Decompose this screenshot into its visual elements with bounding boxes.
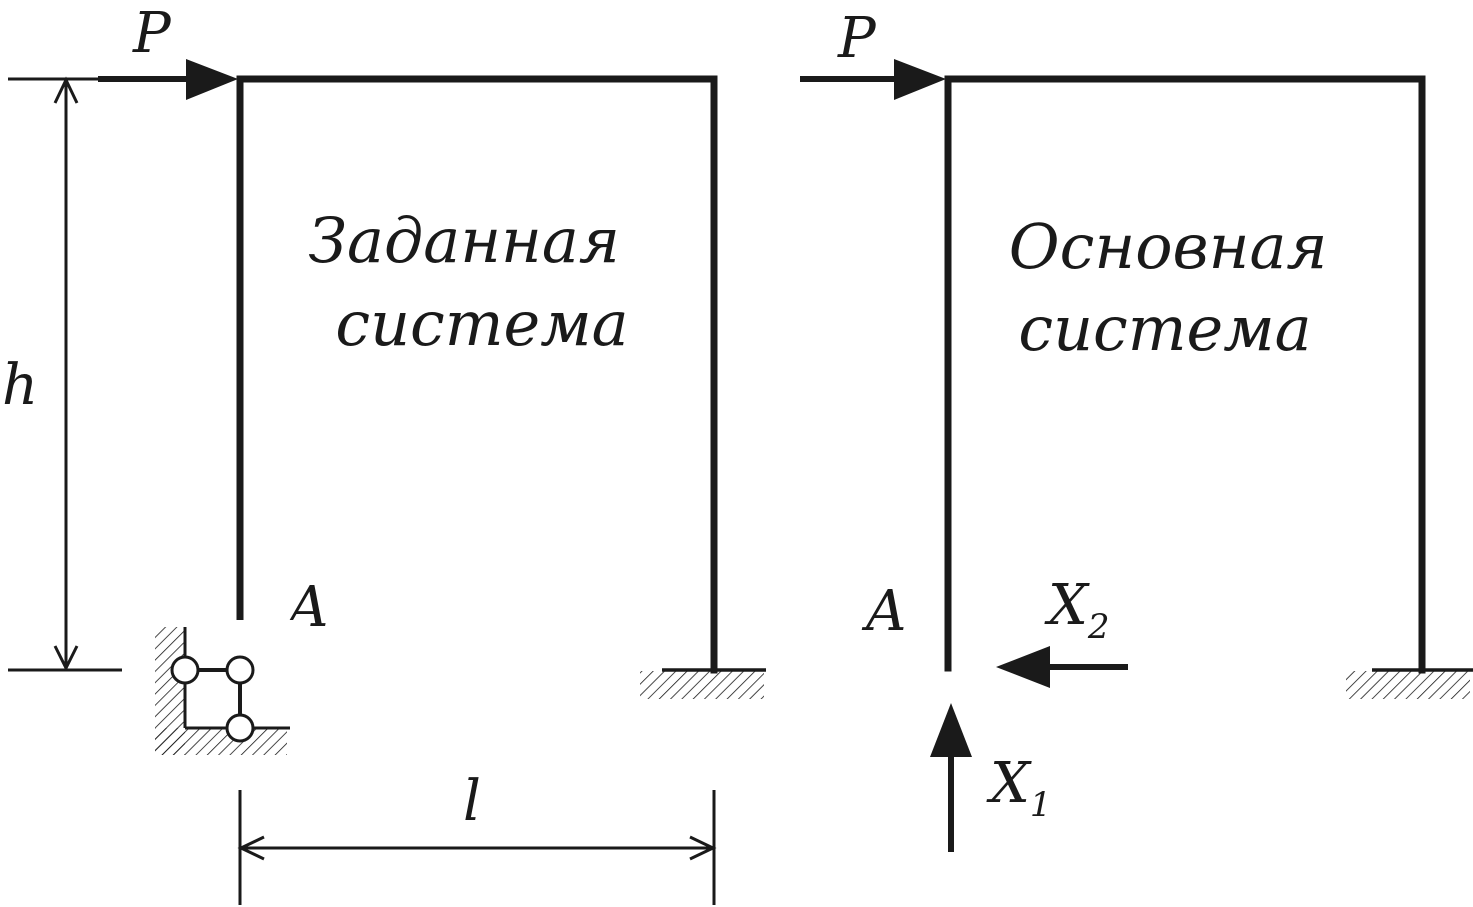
- span-dimension: [237, 790, 717, 905]
- basic-title-line1: Основная: [1009, 210, 1328, 283]
- unknown-x2-sub: 2: [1087, 607, 1110, 647]
- force-p-arrow-left: [98, 59, 238, 100]
- unknown-x1-sub: 1: [1030, 785, 1052, 825]
- force-label-right: P: [837, 6, 877, 71]
- unknown-x2-arrow: [996, 646, 1128, 688]
- force-label-left: P: [132, 1, 172, 66]
- force-p-arrow-right: [800, 59, 946, 100]
- support-label-right: A: [861, 579, 906, 644]
- basic-title-line2: система: [1018, 292, 1311, 365]
- unknown-x1-label: X1: [986, 751, 1052, 825]
- given-system-title: Заданная система: [308, 204, 639, 360]
- given-title-line2: система: [335, 287, 628, 360]
- span-label: l: [463, 769, 481, 834]
- unknown-x1-arrow: [930, 703, 972, 852]
- unknown-x2-label: X2: [1044, 573, 1110, 647]
- fixed-support-right-diagram: [1342, 668, 1473, 705]
- unknown-x2-base: X: [1044, 573, 1090, 638]
- basic-system: P Основная система A X2 X1: [800, 6, 1473, 852]
- given-title-line1: Заданная: [308, 204, 620, 277]
- fixed-support-left-diagram: [636, 668, 768, 705]
- height-label: h: [2, 353, 38, 418]
- pinned-support-a: [150, 620, 297, 760]
- basic-system-title: Основная система: [1009, 210, 1347, 365]
- basic-frame: [944, 75, 1426, 674]
- given-frame: [236, 75, 718, 674]
- height-dimension: [8, 76, 122, 672]
- given-system: P h l Заданная система A: [2, 1, 768, 905]
- unknown-x1-base: X: [986, 751, 1032, 816]
